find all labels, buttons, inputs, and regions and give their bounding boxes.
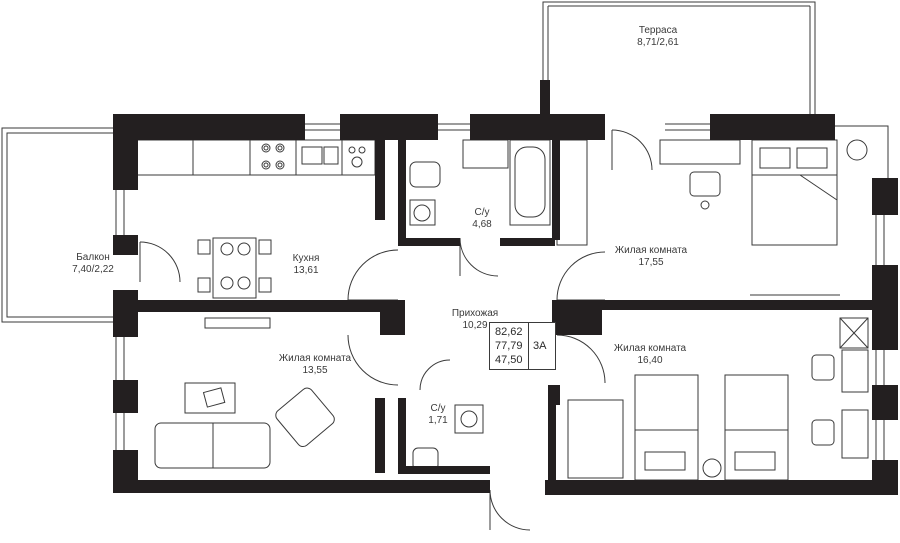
- bath2-area: 1,71: [428, 415, 448, 426]
- hall-label: Прихожая 10,29: [452, 308, 498, 332]
- bed-3: [724, 374, 789, 481]
- hall-area: 10,29: [462, 320, 488, 331]
- terrace-area: 8,71/2,61: [637, 37, 679, 48]
- other-area: 47,50: [495, 354, 523, 366]
- terrace-name: Терраса: [638, 25, 678, 36]
- bath2-label: С/у 1,71: [428, 403, 447, 427]
- balcony-name: Балкон: [76, 252, 110, 263]
- kitchen-counter: [134, 139, 376, 176]
- balcony-label: Балкон 7,40/2,22: [72, 252, 114, 276]
- hall-name: Прихожая: [451, 308, 499, 319]
- bath1-name: С/у: [474, 207, 490, 218]
- terrace-outline: [542, 1, 816, 115]
- bath1-label: С/у 4,68: [472, 207, 491, 231]
- walls: [113, 80, 898, 495]
- bed-2: [634, 374, 699, 481]
- kitchen-label: Кухня 13,61: [293, 253, 320, 277]
- bedroom2-area: 16,40: [637, 355, 663, 366]
- summary-divider: [528, 323, 529, 369]
- bath1-area: 4,68: [472, 219, 492, 230]
- living-area: 13,55: [302, 365, 328, 376]
- apartment-type: 3А: [533, 340, 547, 352]
- bedroom2-name: Жилая комната: [613, 343, 687, 354]
- area-summary-box: 82,62 77,79 47,50 3А: [489, 322, 556, 370]
- bedroom1-label: Жилая комната 17,55: [615, 245, 687, 269]
- bed-1: [751, 139, 838, 246]
- living-name: Жилая комната: [278, 353, 352, 364]
- bedroom1-name: Жилая комната: [614, 245, 688, 256]
- terrace-label: Терраса 8,71/2,61: [637, 25, 679, 49]
- living-label: Жилая комната 13,55: [279, 353, 351, 377]
- kitchen-table: [212, 237, 257, 299]
- bedroom2-label: Жилая комната 16,40: [614, 343, 686, 367]
- kitchen-area: 13,61: [293, 265, 319, 276]
- total-area: 82,62: [495, 326, 523, 338]
- balcony-area: 7,40/2,22: [72, 264, 114, 275]
- balcony-outline: [1, 127, 113, 323]
- bath2-name: С/у: [430, 403, 446, 414]
- bedroom1-area: 17,55: [638, 257, 664, 268]
- kitchen-name: Кухня: [292, 253, 320, 264]
- living-area-total: 77,79: [495, 340, 523, 352]
